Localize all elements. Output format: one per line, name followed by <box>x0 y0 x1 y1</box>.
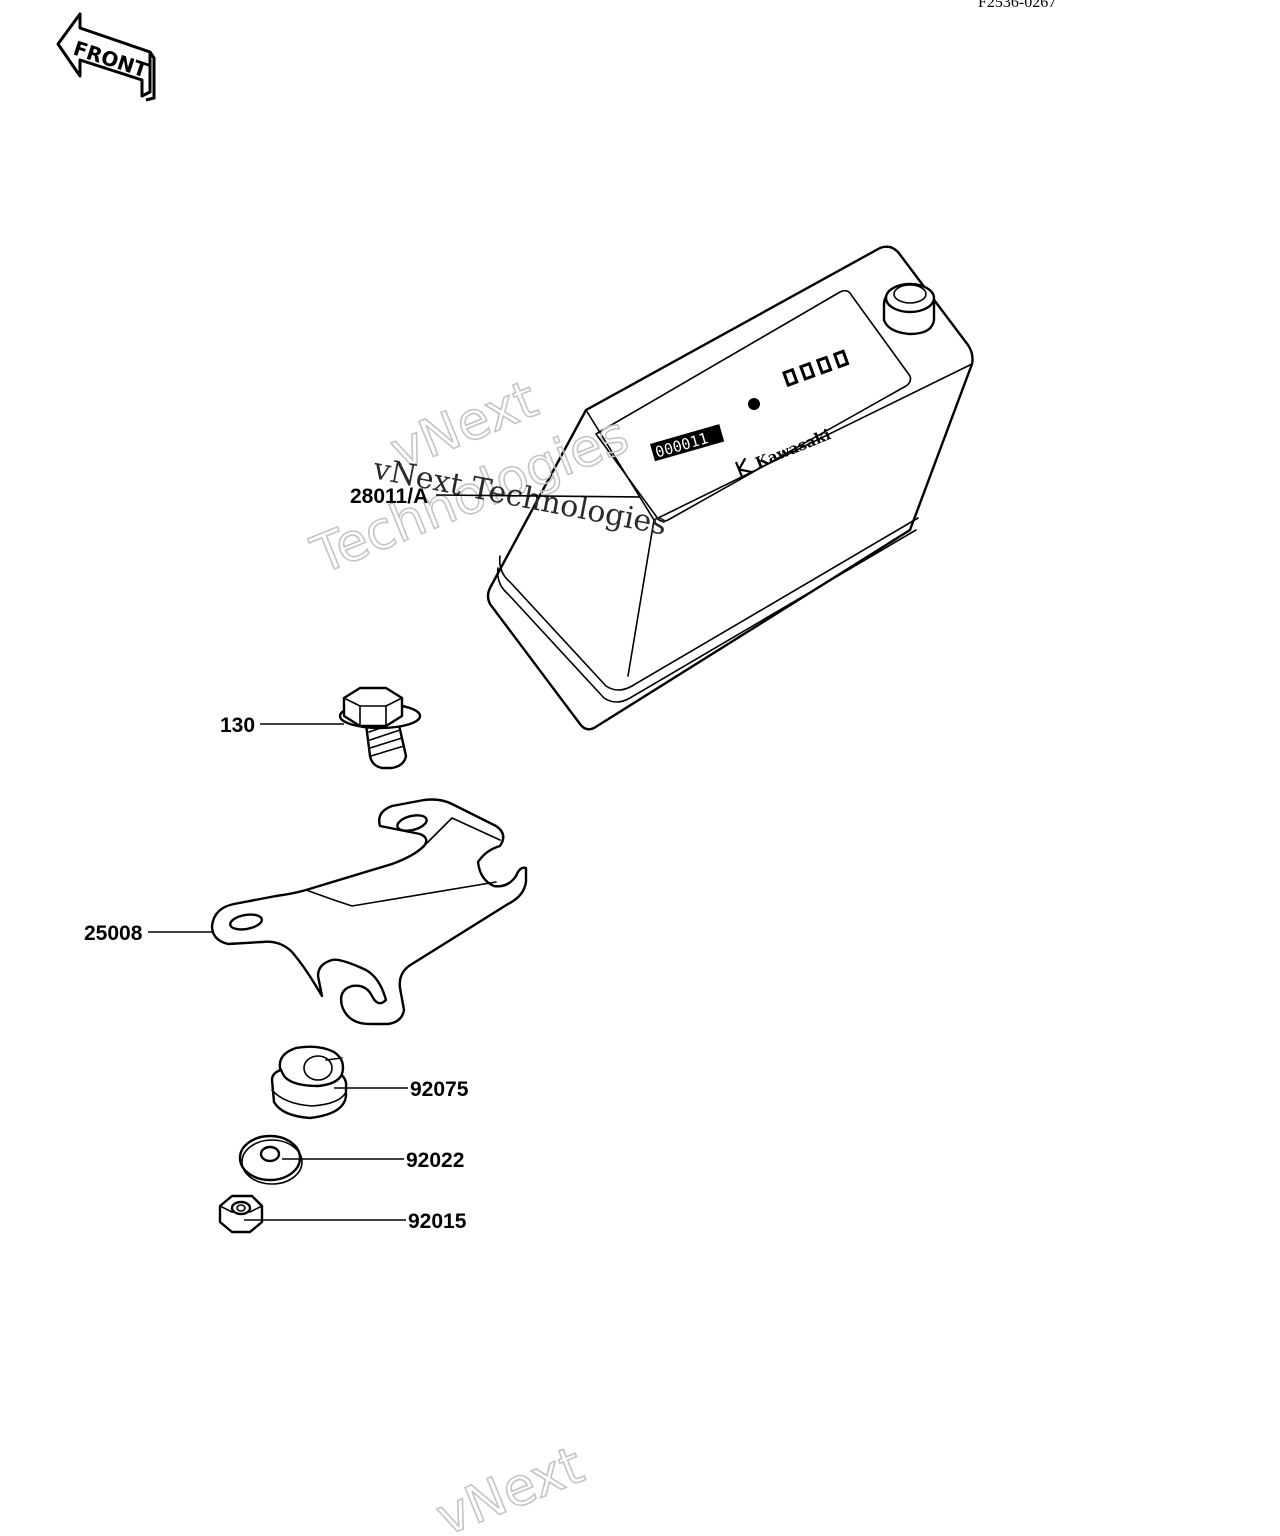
figure-code: F2536-0267 <box>978 0 1056 11</box>
indicator-lamp <box>748 398 760 410</box>
flange-bolt <box>338 686 422 770</box>
callout-nut: 92015 <box>408 1210 467 1233</box>
hour-meter: 000011 Kawasaki <box>486 245 974 731</box>
hex-nut <box>218 1194 264 1234</box>
flat-washer <box>238 1134 303 1185</box>
callout-grommet: 92075 <box>410 1078 469 1101</box>
watermark-bottom: vNext <box>428 1436 591 1536</box>
callout-bracket: 25008 <box>84 922 143 945</box>
callout-bolt: 130 <box>220 714 255 737</box>
callout-hour-meter: 28011/A <box>350 485 428 508</box>
callout-washer: 92022 <box>406 1149 464 1172</box>
mounting-bracket <box>210 798 528 1026</box>
front-arrow-icon: FRONT <box>56 12 156 102</box>
rubber-grommet <box>270 1045 348 1120</box>
meter-digit-boxes <box>782 349 850 388</box>
leader-lines <box>148 494 641 1221</box>
reset-knob <box>882 282 936 336</box>
